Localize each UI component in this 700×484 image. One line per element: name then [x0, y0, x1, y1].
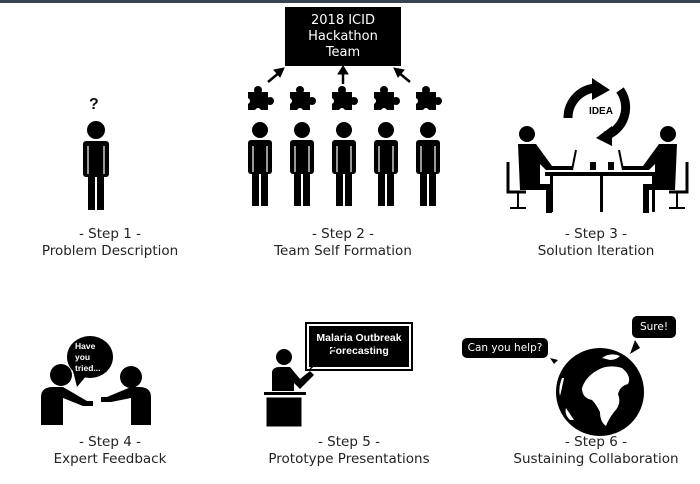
puzzle-piece-icon: [328, 86, 358, 114]
step-4-caption: - Step 4 - Expert Feedback: [0, 434, 220, 468]
person-icon: [373, 121, 399, 207]
person-icon: [83, 121, 109, 210]
puzzle-piece-icon: [286, 86, 316, 114]
bubble-text: you: [75, 352, 90, 362]
bubble-text: Sure!: [639, 321, 669, 333]
step-label: - Step 3 -: [565, 226, 627, 242]
board-text: Malaria Outbreak: [316, 332, 402, 344]
step-5-caption: - Step 5 - Prototype Presentations: [239, 434, 459, 468]
person-icon: [247, 121, 273, 207]
step-label: - Step 4 -: [79, 434, 141, 450]
presentation-board: Malaria Outbreak Forecasting: [305, 322, 413, 371]
speech-bubble-sure: Sure!: [632, 316, 676, 338]
globe-illustration: [550, 340, 644, 436]
person-icon: [415, 121, 441, 207]
step-label: - Step 1 -: [79, 226, 141, 242]
person-head: [50, 364, 72, 386]
step-title: Sustaining Collaboration: [513, 451, 679, 467]
feedback-illustration: Have you tried...: [41, 336, 151, 425]
idea-label: IDEA: [589, 106, 613, 117]
hackathon-team-box: 2018 ICID Hackathon Team: [285, 7, 401, 66]
step-6-caption: - Step 6 - Sustaining Collaboration: [486, 434, 700, 468]
question-mark: ?: [89, 96, 99, 113]
bubble-text: Have: [75, 341, 96, 351]
puzzle-piece-icon: [412, 86, 442, 114]
step-title: Solution Iteration: [537, 243, 655, 259]
person-icon: [331, 121, 357, 207]
speech-bubble-can-you-help: Can you help?: [462, 338, 548, 358]
bubble-text: tried...: [75, 363, 101, 373]
puzzle-piece-icon: [244, 86, 274, 114]
bubble-text: Can you help?: [467, 342, 543, 354]
step-label: - Step 2 -: [312, 226, 374, 242]
board-text: Forecasting: [329, 345, 389, 357]
step-2-caption: - Step 2 - Team Self Formation: [233, 226, 453, 260]
top-border: [0, 0, 700, 3]
person-head: [120, 366, 142, 388]
step-title: Expert Feedback: [53, 451, 167, 467]
arrow-icon: [267, 67, 285, 83]
step-1-caption: - Step 1 - Problem Description: [0, 226, 220, 260]
step-title: Prototype Presentations: [268, 451, 430, 467]
arrow-icon: [393, 67, 411, 83]
step-label: - Step 5 -: [318, 434, 380, 450]
person-icon: [289, 121, 315, 207]
presenter-illustration: [264, 346, 335, 428]
step-3-caption: - Step 3 - Solution Iteration: [486, 226, 700, 260]
step2-illustration: [244, 65, 442, 207]
step-title: Team Self Formation: [274, 243, 412, 259]
collaboration-illustration: IDEA: [506, 78, 689, 213]
team-box-line: Hackathon: [308, 29, 378, 44]
puzzle-piece-icon: [370, 86, 400, 114]
step-title: Problem Description: [41, 243, 179, 259]
step-label: - Step 6 -: [565, 434, 627, 450]
arrow-icon: [337, 65, 349, 84]
team-box-line: Team: [325, 45, 361, 60]
team-box-line: 2018 ICID: [311, 13, 375, 28]
